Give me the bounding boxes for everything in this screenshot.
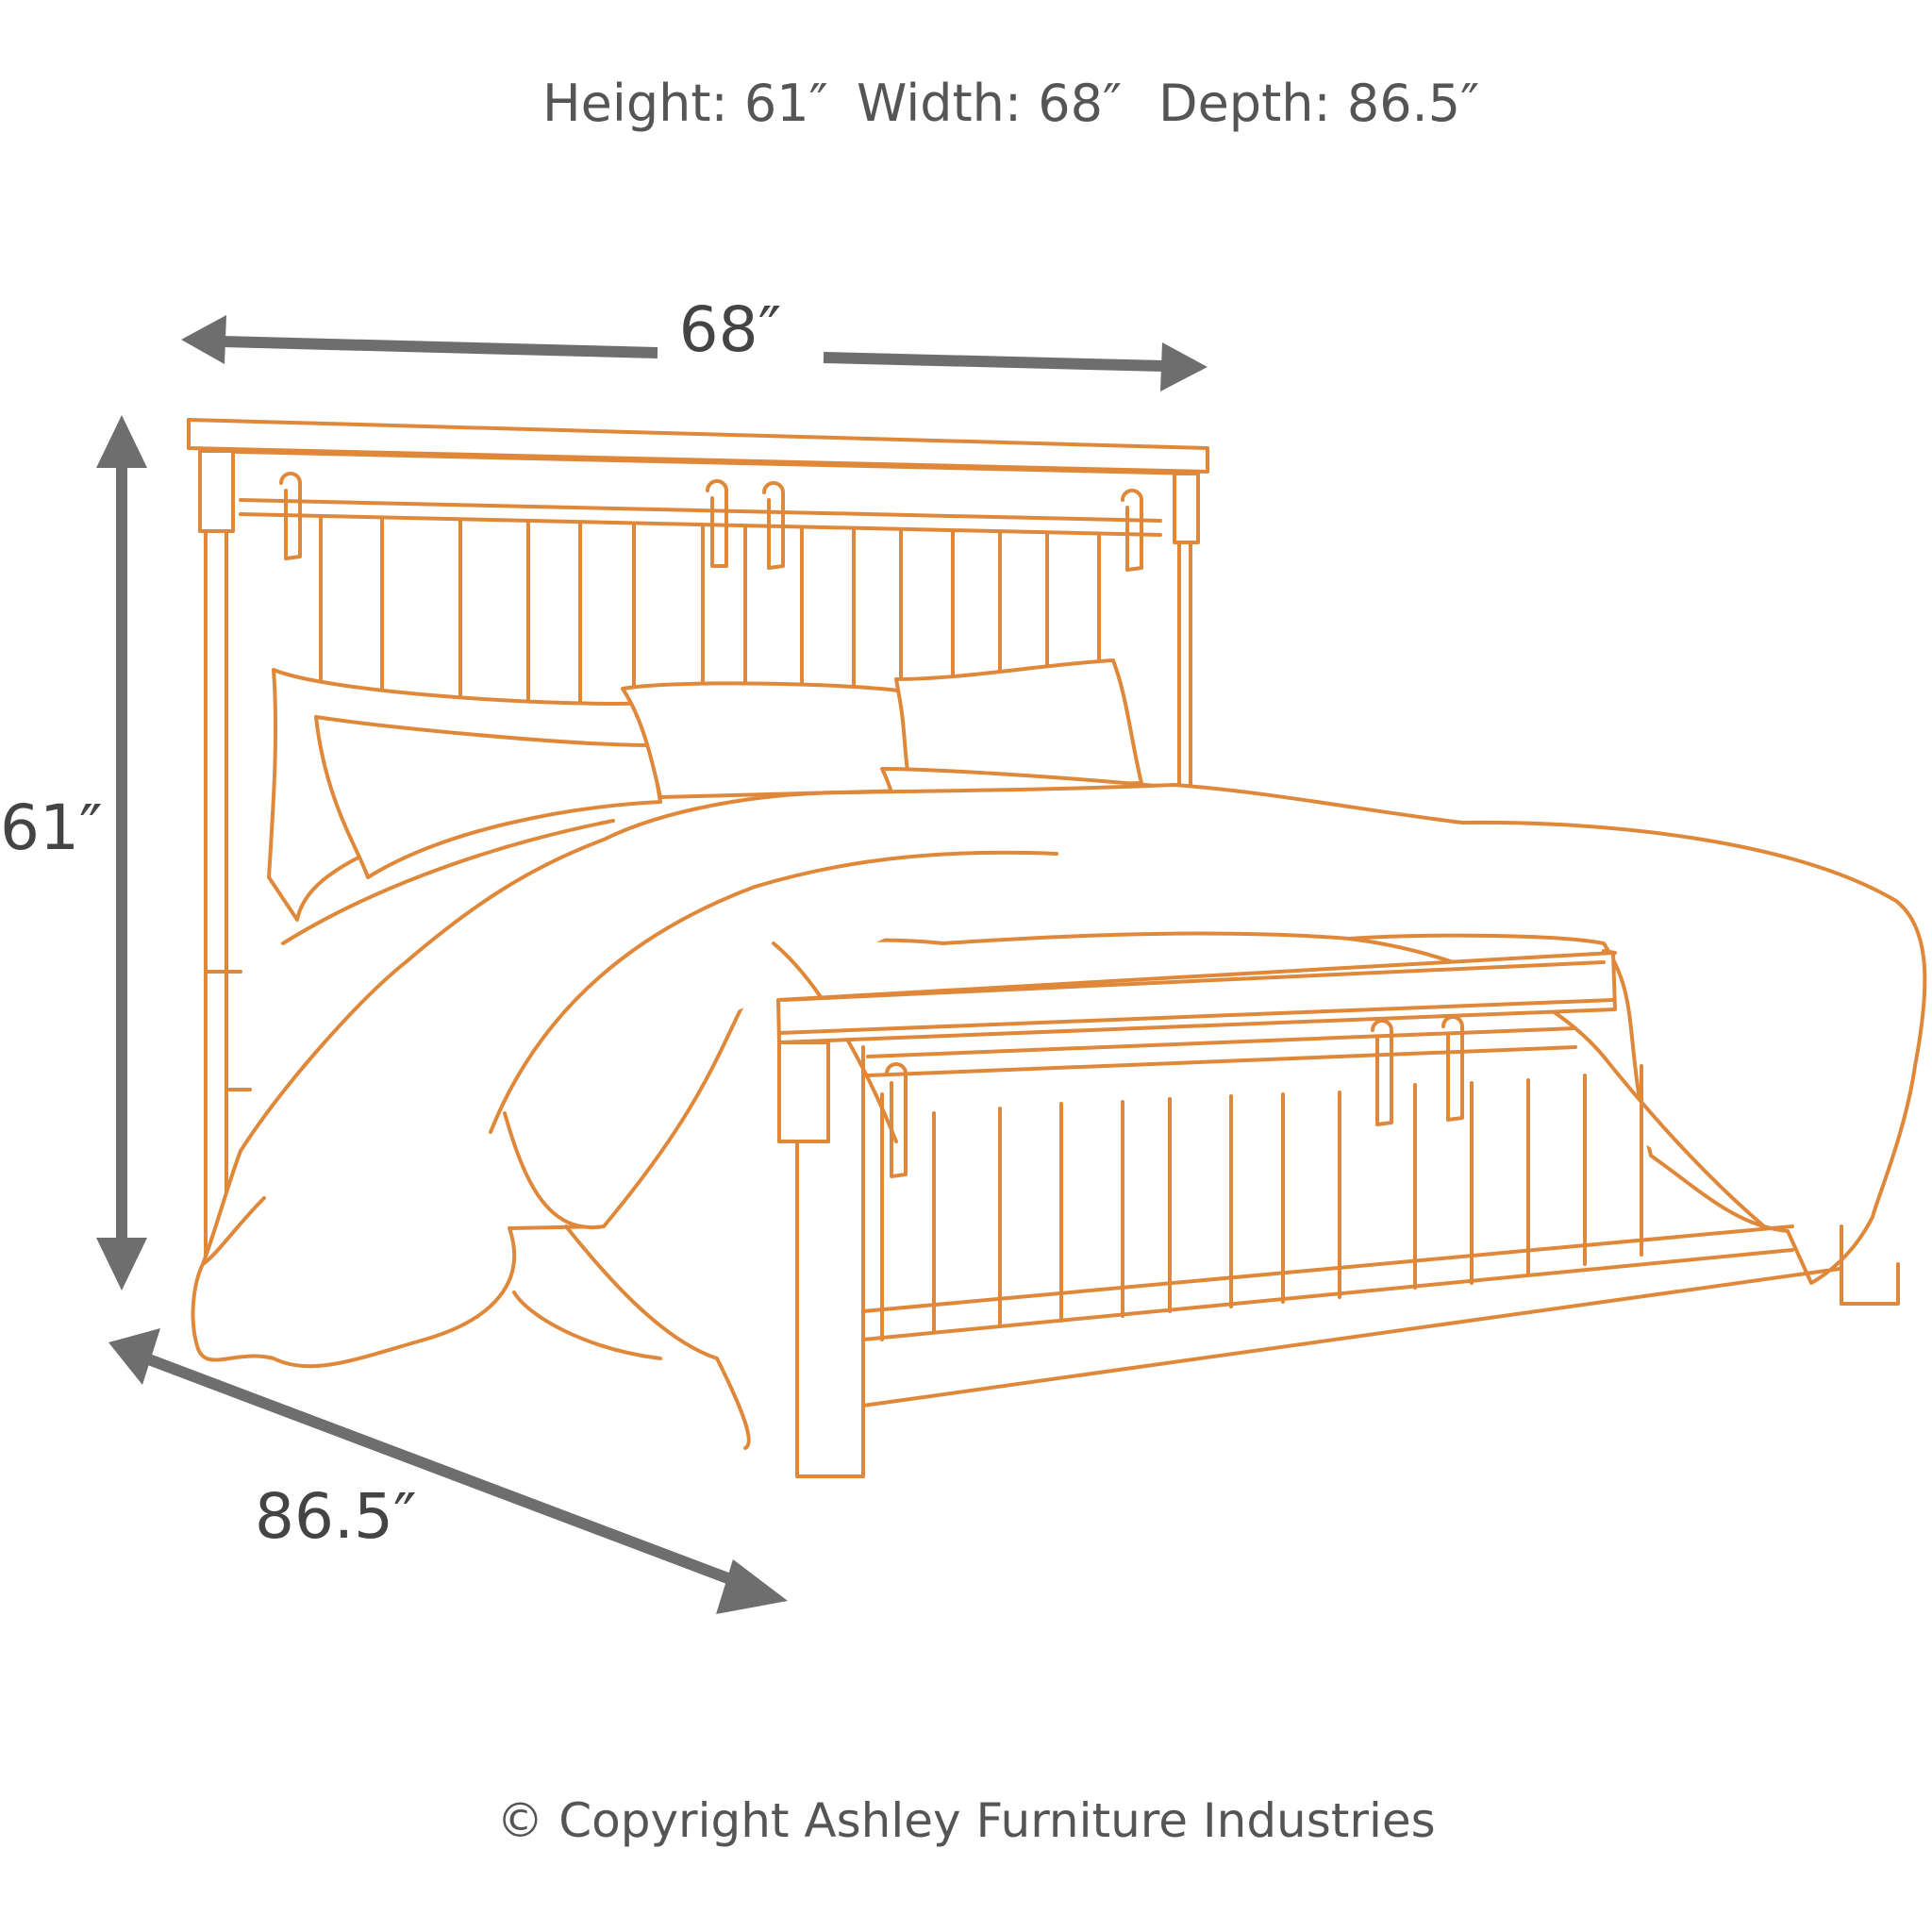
copyright-notice: © Copyright Ashley Furniture Industries [496,1793,1436,1848]
width-spec: Width: 68″ [857,74,1123,133]
width-arrow [181,315,1208,391]
width-dimension-label: 68″ [679,293,782,366]
headboard [187,418,1209,1266]
pillows [267,658,1179,922]
height-dimension-label: 61″ [0,791,103,864]
comforter [191,783,1927,1450]
height-arrow [96,415,147,1291]
height-spec: Height: 61″ [542,74,828,133]
footboard [776,949,1900,1478]
depth-dimension-label: 86.5″ [255,1480,417,1553]
depth-arrow [108,1328,788,1614]
depth-spec: Depth: 86.5″ [1158,74,1480,133]
